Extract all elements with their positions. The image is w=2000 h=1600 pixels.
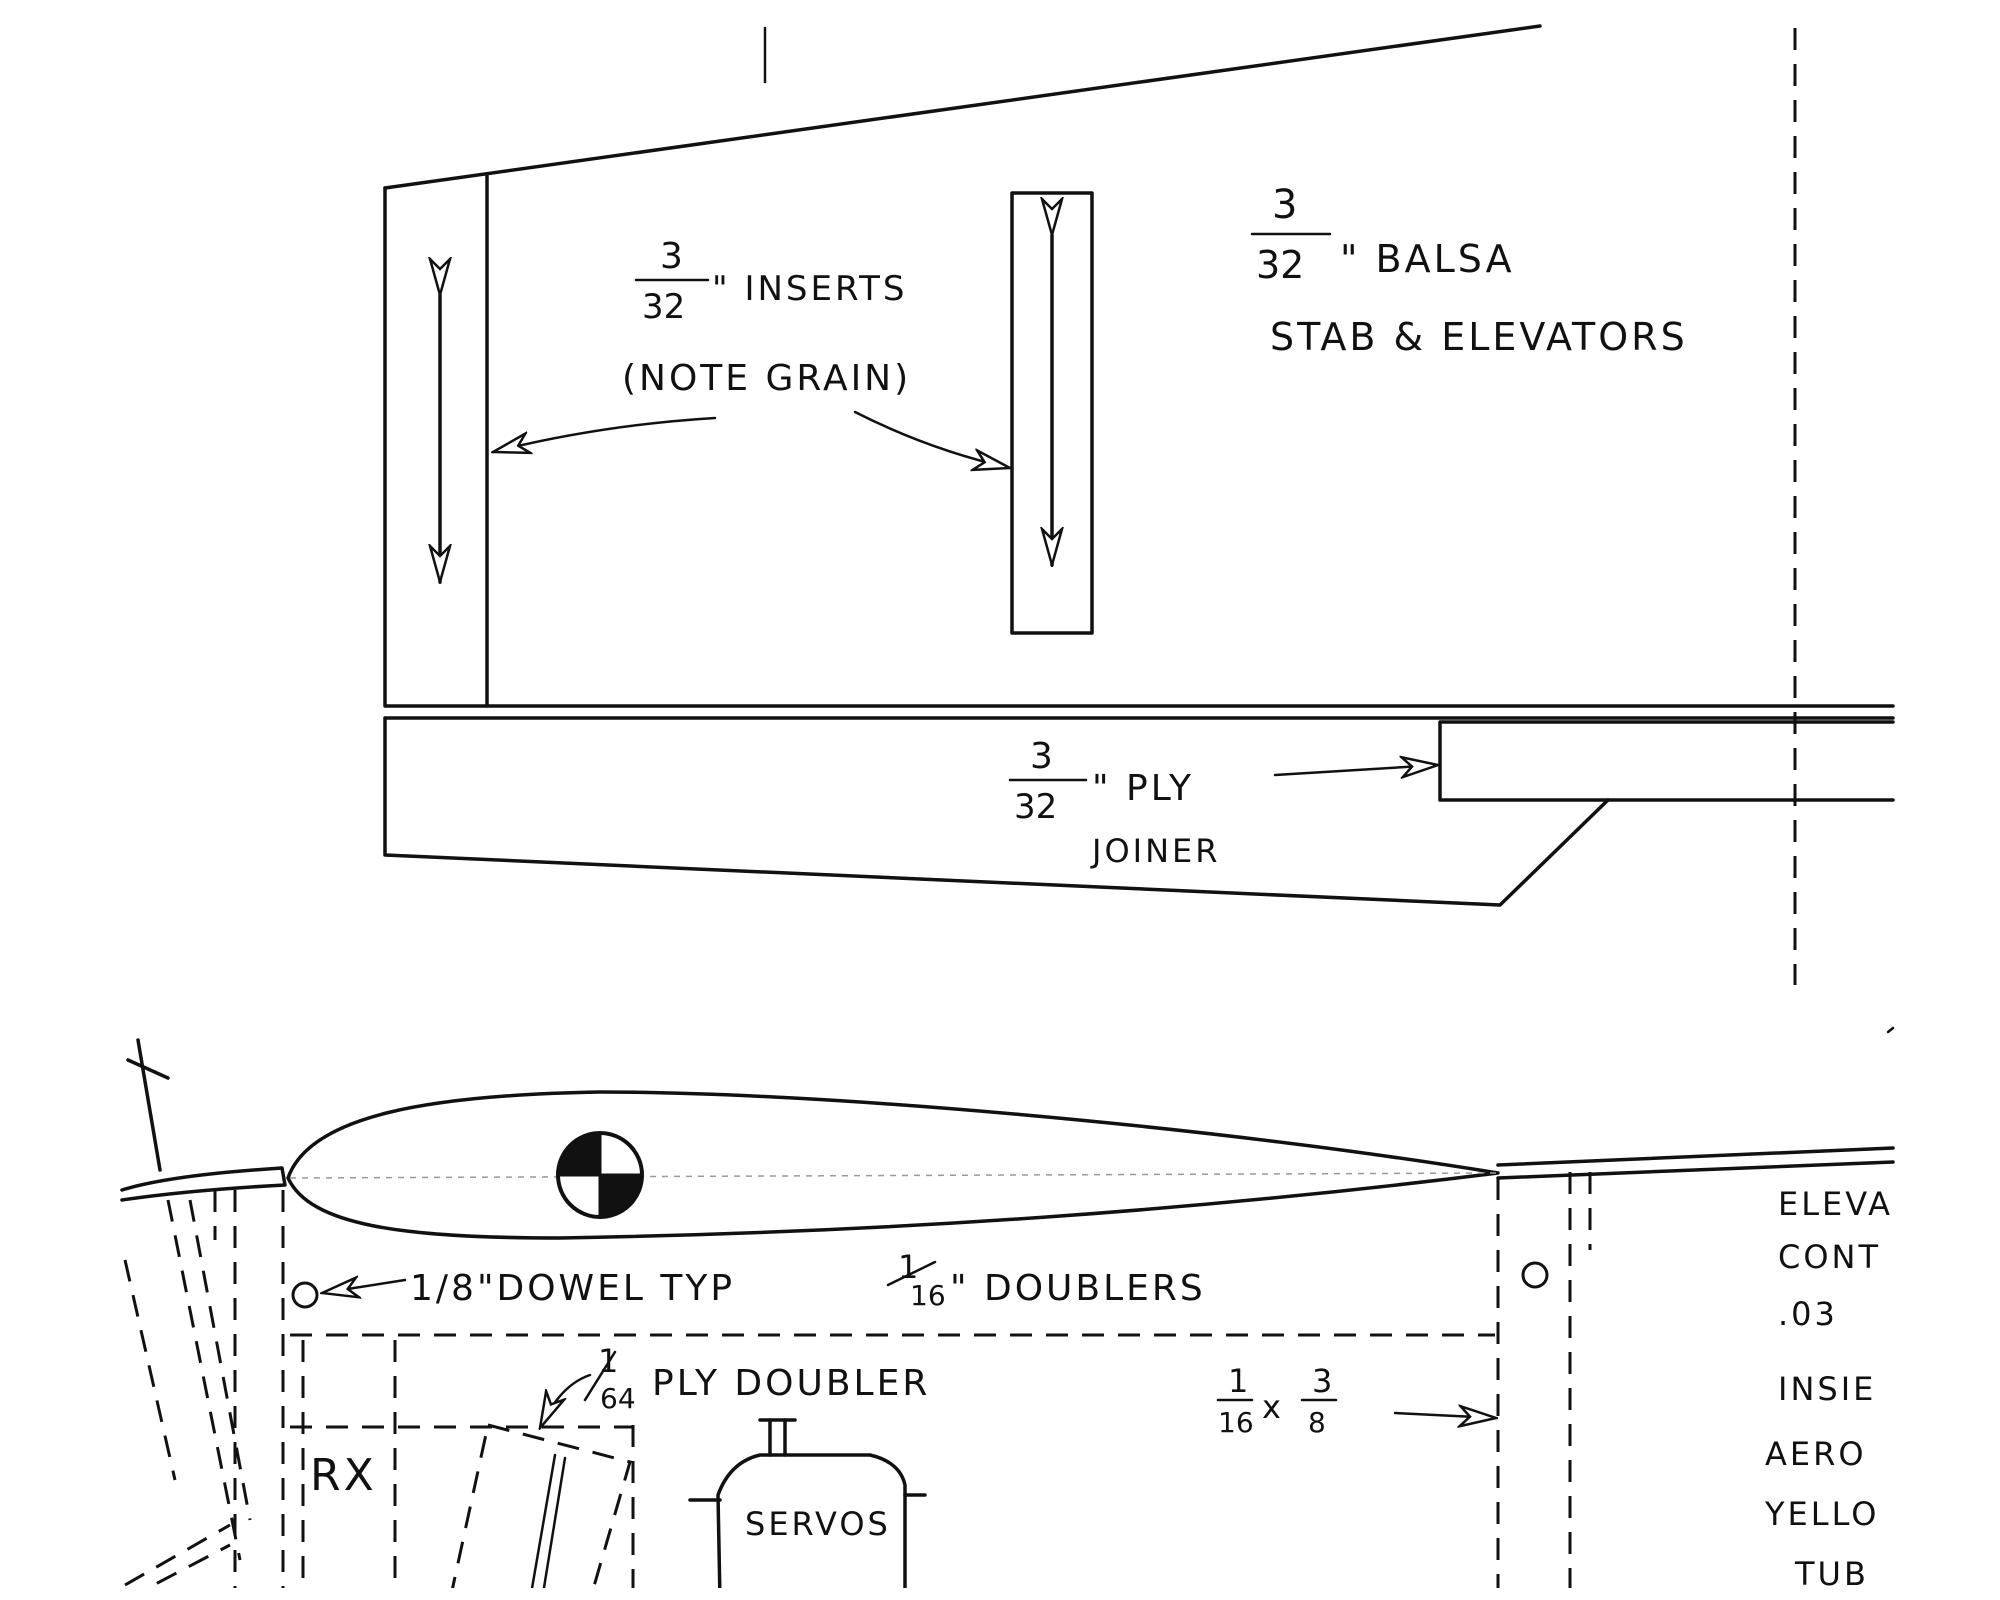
ply-line2: JOINER xyxy=(1090,832,1220,870)
stab-leading-edge xyxy=(383,24,1542,190)
dowel-leader xyxy=(322,1280,407,1293)
servos-label: SERVOS xyxy=(745,1505,891,1543)
fuselage-top-line-lower xyxy=(1496,1160,1895,1180)
strip-x: x xyxy=(1262,1388,1284,1426)
side-note-4: INSIE xyxy=(1778,1370,1876,1408)
ply-frac-den: 32 xyxy=(1014,787,1057,827)
center-insert xyxy=(1010,191,1094,635)
inserts-label: 3 32 " INSERTS (NOTE GRAIN) xyxy=(622,236,911,399)
ply-joiner-label: 3 32 " PLY JOINER xyxy=(1008,736,1220,870)
dowel-hole-front xyxy=(291,1281,319,1309)
balsa-suffix: " BALSA xyxy=(1340,237,1515,281)
dash-diag-1 xyxy=(166,1199,242,1561)
side-note-5: AERO xyxy=(1765,1435,1867,1473)
ply-joiner xyxy=(1438,720,1895,802)
wing-saddle-strip xyxy=(120,1166,287,1202)
side-notes: ELEVA CONT .03 INSIE AERO YELLO TUB xyxy=(1764,1185,1893,1593)
former-line xyxy=(136,1038,162,1172)
stab-root-edge xyxy=(383,186,1895,708)
balsa-line2: STAB & ELEVATORS xyxy=(1270,315,1688,359)
plydoubler-suffix: PLY DOUBLER xyxy=(652,1363,930,1404)
side-note-7: TUB xyxy=(1794,1555,1869,1593)
inserts-note: (NOTE GRAIN) xyxy=(622,358,911,399)
former-tick xyxy=(126,1058,170,1080)
doublers-frac-bar xyxy=(886,1260,937,1287)
airfoil-chord-line xyxy=(289,1172,1499,1179)
bottom-crop-mask xyxy=(0,1588,2000,1600)
doublers-label: 1 16 " DOUBLERS xyxy=(886,1248,1206,1312)
ply-frac-num: 3 xyxy=(1030,736,1053,777)
tilted-servo-outline xyxy=(448,1423,632,1600)
ply-doubler-label: 1 64 PLY DOUBLER xyxy=(583,1342,930,1415)
dash-diag-3 xyxy=(123,1259,177,1481)
strip-a-den: 16 xyxy=(1218,1406,1254,1439)
inserts-suffix: " INSERTS xyxy=(712,269,907,309)
inserts-frac-den: 32 xyxy=(642,287,685,327)
side-note-2: CONT xyxy=(1778,1238,1881,1276)
plydoubler-frac-den: 64 xyxy=(600,1382,636,1415)
elevator-outline xyxy=(383,716,1610,907)
ply-suffix: " PLY xyxy=(1092,768,1194,809)
right-crop-mask xyxy=(1895,0,2000,1600)
stabilizer-outline xyxy=(383,24,1895,985)
dowel-hole-rear xyxy=(1521,1261,1549,1289)
leader-arrow-left xyxy=(493,416,717,452)
airfoil-section xyxy=(286,1090,1500,1240)
edge-tick xyxy=(1886,1026,1895,1034)
balsa-label: 3 32 " BALSA STAB & ELEVATORS xyxy=(1250,182,1688,359)
dowel-label: 1/8"DOWEL TYP xyxy=(410,1268,735,1309)
servo-rod-b xyxy=(540,1456,567,1600)
strip-size-label: 1 16 x 3 8 xyxy=(1216,1362,1338,1439)
balsa-frac-den: 32 xyxy=(1256,243,1304,287)
servo-body xyxy=(716,1453,907,1600)
leader-arrow-right xyxy=(853,410,1010,468)
dash-diag-2 xyxy=(188,1199,252,1521)
inserts-frac-num: 3 xyxy=(660,236,683,277)
doublers-suffix: " DOUBLERS xyxy=(950,1268,1206,1309)
plydoubler-frac-bar xyxy=(583,1350,617,1402)
side-note-6: YELLO xyxy=(1764,1495,1879,1533)
cg-symbol xyxy=(556,1131,644,1219)
side-note-1: ELEVA xyxy=(1778,1185,1893,1223)
rx-label: RX xyxy=(310,1450,377,1501)
dash-diag-4 xyxy=(124,1523,231,1587)
servo-rod-a xyxy=(528,1453,557,1600)
doublers-frac-den: 16 xyxy=(910,1279,946,1312)
leader-arrow-joiner xyxy=(1273,765,1438,775)
side-note-3: .03 xyxy=(1778,1295,1838,1333)
fuselage-side-view xyxy=(120,1026,1895,1600)
ply-doubler-leader xyxy=(540,1373,592,1428)
strip-a-num: 1 xyxy=(1228,1362,1248,1400)
strip-b-den: 8 xyxy=(1308,1406,1326,1439)
strip-leader xyxy=(1393,1413,1496,1418)
balsa-frac-num: 3 xyxy=(1272,182,1297,228)
fuselage-top-line xyxy=(1496,1146,1895,1167)
strip-b-num: 3 xyxy=(1312,1362,1332,1400)
